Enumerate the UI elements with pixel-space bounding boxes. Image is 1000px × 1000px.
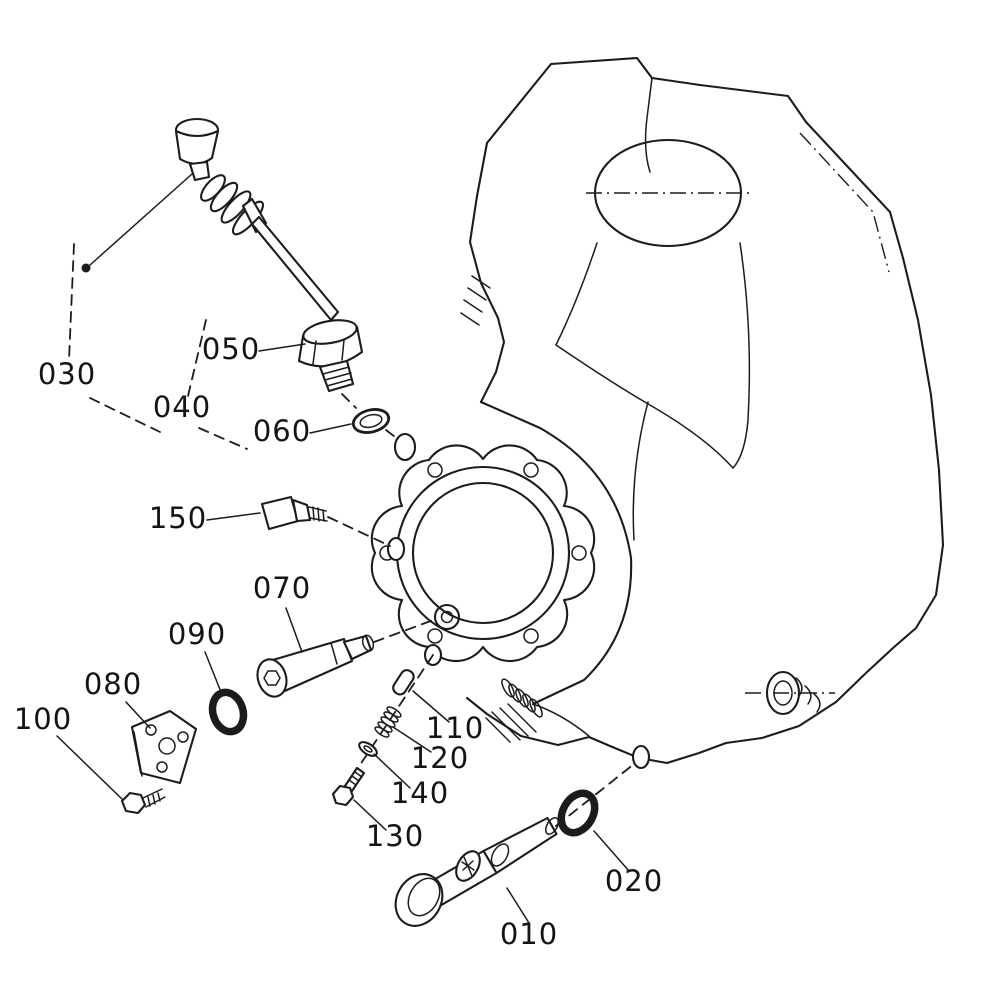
section-hatch bbox=[460, 275, 491, 326]
bracket-040 bbox=[198, 427, 248, 450]
leader-080 bbox=[125, 701, 151, 729]
dipstick-stem bbox=[250, 215, 340, 322]
bracket-040 bbox=[187, 319, 207, 397]
part-label-150: 150 bbox=[149, 501, 207, 535]
part-label-100: 100 bbox=[14, 702, 72, 736]
pin-110 bbox=[392, 669, 415, 696]
shaft-hole bbox=[433, 603, 461, 631]
part-label-020: 020 bbox=[605, 864, 663, 898]
part-label-130: 130 bbox=[366, 819, 424, 853]
leader-020 bbox=[593, 830, 630, 872]
part-label-140: 140 bbox=[391, 776, 449, 810]
part-label-080: 080 bbox=[84, 667, 142, 701]
part-label-010: 010 bbox=[500, 917, 558, 951]
plug-axis bbox=[555, 763, 635, 827]
part-label-110: 110 bbox=[426, 711, 484, 745]
bracket-030 bbox=[89, 397, 161, 433]
part-label-090: 090 bbox=[168, 617, 226, 651]
bolt-130 bbox=[331, 766, 366, 807]
part-label-040: 040 bbox=[153, 390, 211, 424]
leader-100 bbox=[56, 735, 124, 801]
knurl-band bbox=[455, 850, 481, 882]
bolt-hole bbox=[427, 462, 443, 478]
part-label-070: 070 bbox=[253, 571, 311, 605]
bolt-hole bbox=[571, 545, 587, 561]
internal-spring bbox=[485, 678, 543, 743]
cover-plate-080 bbox=[130, 709, 198, 785]
leader-130 bbox=[353, 799, 387, 831]
leader-140 bbox=[373, 753, 411, 789]
shaft-070 bbox=[256, 634, 375, 698]
spring-port bbox=[745, 670, 835, 716]
washer-140 bbox=[358, 741, 378, 757]
bolt-hole bbox=[523, 462, 539, 478]
o-ring-090 bbox=[208, 688, 248, 736]
drain-plug-010 bbox=[394, 816, 559, 927]
leader-120 bbox=[392, 726, 432, 753]
leader-150 bbox=[206, 512, 261, 521]
leader-060 bbox=[309, 423, 352, 434]
leader-010 bbox=[506, 887, 530, 924]
switch-boss bbox=[386, 536, 406, 562]
leader-030 bbox=[89, 173, 193, 266]
dipstick-tube-boss bbox=[393, 432, 417, 462]
leader-lines bbox=[56, 343, 630, 924]
leader-dot bbox=[81, 263, 91, 273]
dipstick bbox=[81, 117, 340, 322]
o-ring-060 bbox=[351, 408, 391, 434]
bracket-030 bbox=[68, 243, 75, 361]
part-label-030: 030 bbox=[38, 357, 96, 391]
bolt-hole bbox=[523, 628, 539, 644]
part-label-120: 120 bbox=[411, 741, 469, 775]
o-ring-020 bbox=[557, 789, 599, 837]
engine-block bbox=[460, 56, 945, 765]
oil-switch-150 bbox=[260, 495, 328, 531]
filler-plug-050 bbox=[297, 319, 364, 393]
hex-socket bbox=[263, 670, 281, 686]
leader-090 bbox=[204, 651, 222, 693]
bolt-hole bbox=[427, 628, 443, 644]
spring-120 bbox=[374, 706, 402, 738]
leader-110 bbox=[412, 690, 450, 723]
part-labels: 030 040 050 060 150 070 090 080 100 110 … bbox=[14, 332, 663, 951]
gear-cover bbox=[370, 432, 651, 770]
bolt-100 bbox=[120, 788, 166, 815]
leader-070 bbox=[285, 607, 303, 653]
leader-050 bbox=[258, 343, 306, 352]
part-label-050: 050 bbox=[202, 332, 260, 366]
part-label-060: 060 bbox=[253, 414, 311, 448]
plug-boss bbox=[631, 744, 651, 770]
